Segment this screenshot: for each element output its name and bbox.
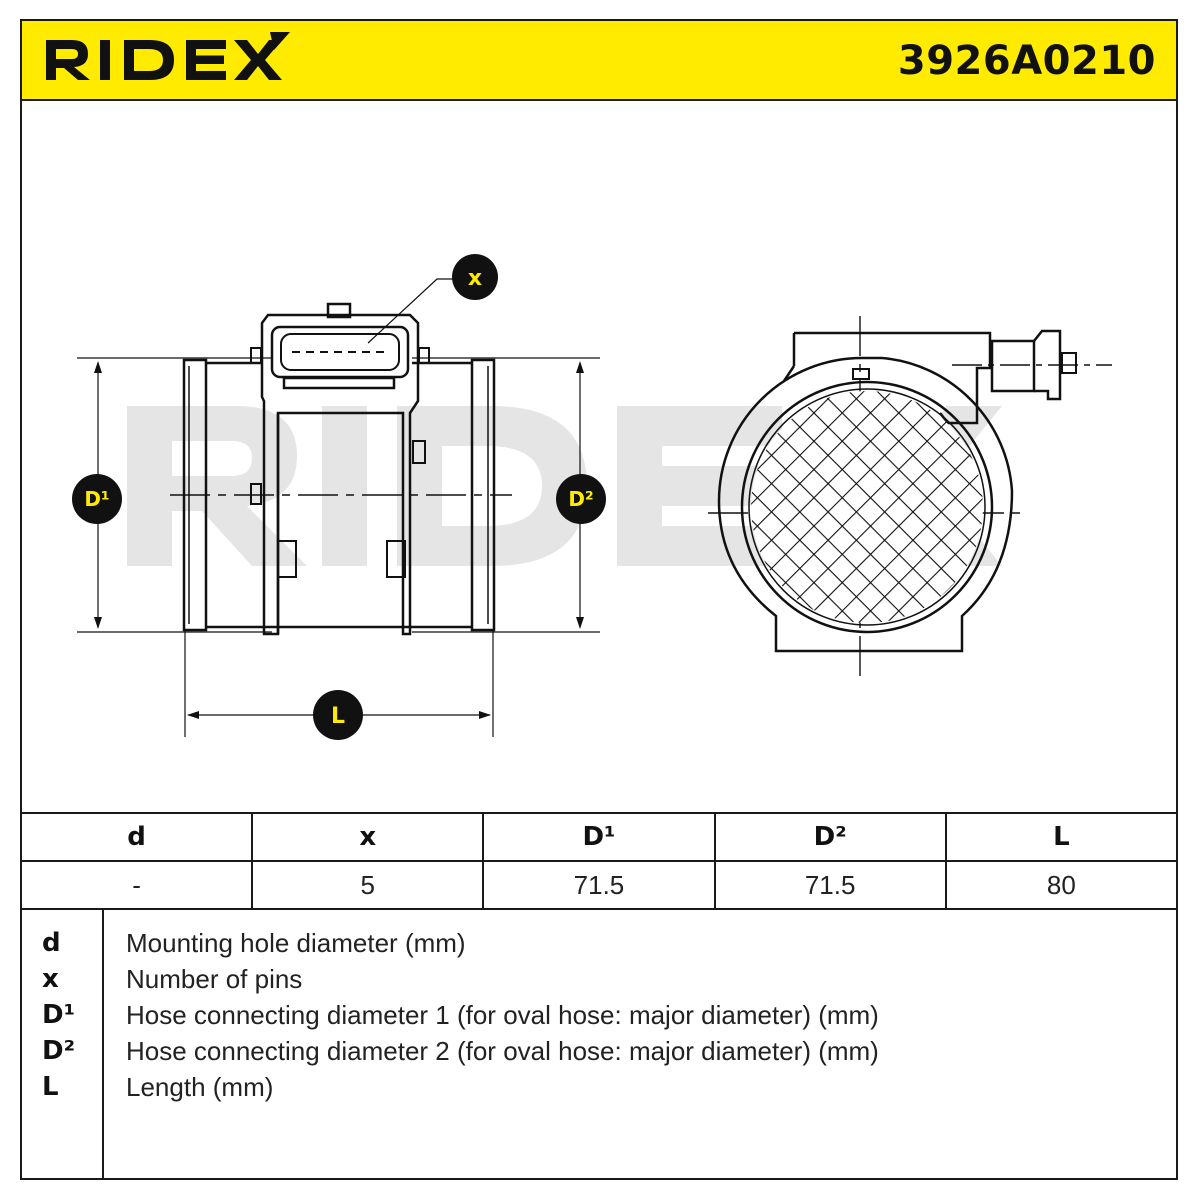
legend-row: L Length (mm) <box>22 1072 1172 1108</box>
legend-row: D² Hose connecting diameter 2 (for oval … <box>22 1036 1172 1072</box>
callout-x-label: x <box>468 266 482 291</box>
legend-row: x Number of pins <box>22 964 1172 1000</box>
legend-symbol: d <box>42 928 61 958</box>
spec-table-value-row: - 5 71.5 71.5 80 <box>19 860 1179 910</box>
legend-row: d Mounting hole diameter (mm) <box>22 928 1172 964</box>
spec-header-x: x <box>251 812 485 862</box>
legend-description: Length (mm) <box>126 1072 274 1102</box>
spec-value-d2: 71.5 <box>713 860 947 910</box>
ridex-logo <box>46 32 290 80</box>
callout-d1-label: D¹ <box>84 487 109 511</box>
legend-description: Number of pins <box>126 964 303 994</box>
callout-l-label: L <box>331 704 345 729</box>
legend-symbol: D¹ <box>42 1000 75 1030</box>
legend-divider <box>102 910 104 1178</box>
spec-header-d: d <box>19 812 254 862</box>
spec-value-x: 5 <box>251 860 485 910</box>
spec-header-d2: D² <box>713 812 947 862</box>
sensor-mesh <box>751 391 983 623</box>
technical-drawing: x D¹ D² L <box>72 254 1112 740</box>
spec-header-l: L <box>944 812 1179 862</box>
callout-d1: D¹ <box>72 474 122 524</box>
legend: d Mounting hole diameter (mm) x Number o… <box>20 910 1178 1180</box>
legend-description: Mounting hole diameter (mm) <box>126 928 466 958</box>
callout-d2-label: D² <box>568 487 593 511</box>
callout-d2: D² <box>556 474 606 524</box>
part-number: 3926A0210 <box>897 38 1156 84</box>
callout-l: L <box>313 690 363 740</box>
legend-symbol: L <box>42 1072 59 1102</box>
spec-table: d x D¹ D² L - 5 71.5 71.5 80 <box>19 812 1179 910</box>
legend-symbol: D² <box>42 1036 75 1066</box>
spec-value-d: - <box>19 860 254 910</box>
callout-x: x <box>452 254 498 300</box>
spec-table-header-row: d x D¹ D² L <box>19 812 1179 862</box>
legend-description: Hose connecting diameter 2 (for oval hos… <box>126 1036 879 1066</box>
legend-description: Hose connecting diameter 1 (for oval hos… <box>126 1000 879 1030</box>
spec-header-d1: D¹ <box>482 812 716 862</box>
legend-row: D¹ Hose connecting diameter 1 (for oval … <box>22 1000 1172 1036</box>
legend-symbol: x <box>42 964 59 994</box>
spec-value-d1: 71.5 <box>482 860 716 910</box>
spec-value-l: 80 <box>944 860 1179 910</box>
